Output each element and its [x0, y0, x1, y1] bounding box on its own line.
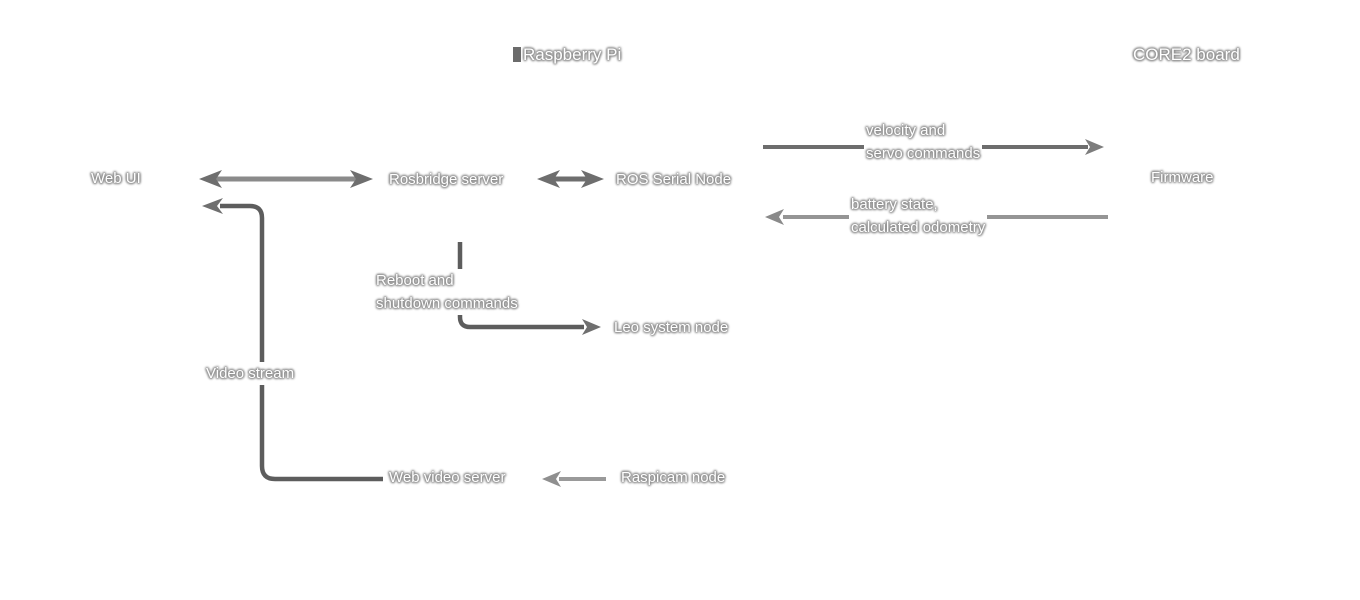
- edge-label-reboot-line1: Reboot and: [376, 272, 454, 289]
- node-leo-system-node-text: Leo system node: [614, 319, 729, 336]
- arrowhead-right-icon: [1085, 139, 1104, 155]
- section-label-core2-board: CORE2 board: [1131, 45, 1242, 64]
- arrowhead-left-icon: [765, 209, 784, 225]
- node-web-ui: Web UI: [89, 167, 143, 190]
- edge-label-reboot-line2: shutdown commands: [376, 295, 518, 312]
- arrowhead-right-icon: [350, 170, 373, 188]
- arrowhead-left-icon: [202, 198, 223, 214]
- section-label-core2-board-text: CORE2 board: [1133, 45, 1240, 64]
- edge-label-battery-line2: calculated odometry: [851, 219, 986, 236]
- edge-reboot-shutdown: [457, 242, 601, 335]
- arrowhead-left-icon: [199, 170, 222, 188]
- edge-label-video-stream: Video stream: [204, 362, 297, 385]
- node-leo-system-node: Leo system node: [612, 316, 731, 339]
- arrowhead-left-icon: [537, 170, 560, 188]
- edge-label-velocity-line1: velocity and: [866, 122, 946, 139]
- edge-video-stream: [202, 198, 383, 482]
- edge-label-velocity: velocity and servo commands: [864, 119, 983, 165]
- node-firmware: Firmware: [1149, 166, 1216, 189]
- node-firmware-text: Firmware: [1151, 169, 1214, 186]
- edge-reboot-line: [457, 242, 584, 330]
- edge-rosbridge-rosserial: [537, 170, 604, 188]
- arrowhead-right-icon: [581, 170, 604, 188]
- edge-label-battery-line1: battery state,: [851, 196, 938, 213]
- node-web-video-server: Web video server: [387, 466, 508, 489]
- edge-label-velocity-line2: servo commands: [866, 145, 981, 162]
- node-web-ui-text: Web UI: [91, 170, 141, 187]
- node-raspicam-node: Raspicam node: [619, 466, 728, 489]
- edge-label-video-stream-text: Video stream: [206, 365, 295, 382]
- arrowhead-left-icon: [542, 471, 561, 487]
- node-rosbridge-server-text: Rosbridge server: [389, 171, 504, 188]
- section-label-raspberry-pi-text: Raspberry Pi: [523, 45, 622, 64]
- node-ros-serial-node: ROS Serial Node: [614, 168, 734, 191]
- node-ros-serial-node-text: ROS Serial Node: [616, 171, 732, 188]
- node-rosbridge-server: Rosbridge server: [387, 168, 506, 191]
- edge-raspicam-webvideo: [542, 471, 606, 487]
- dark-block-decoration: [513, 47, 521, 62]
- arrowhead-right-icon: [582, 319, 601, 335]
- section-label-raspberry-pi: Raspberry Pi: [511, 45, 624, 64]
- node-raspicam-node-text: Raspicam node: [621, 469, 726, 486]
- edge-label-battery: battery state, calculated odometry: [849, 193, 988, 239]
- edge-webui-rosbridge: [199, 170, 373, 188]
- edge-label-reboot: Reboot and shutdown commands: [374, 269, 520, 315]
- node-web-video-server-text: Web video server: [389, 469, 506, 486]
- edge-video-line: [220, 203, 383, 482]
